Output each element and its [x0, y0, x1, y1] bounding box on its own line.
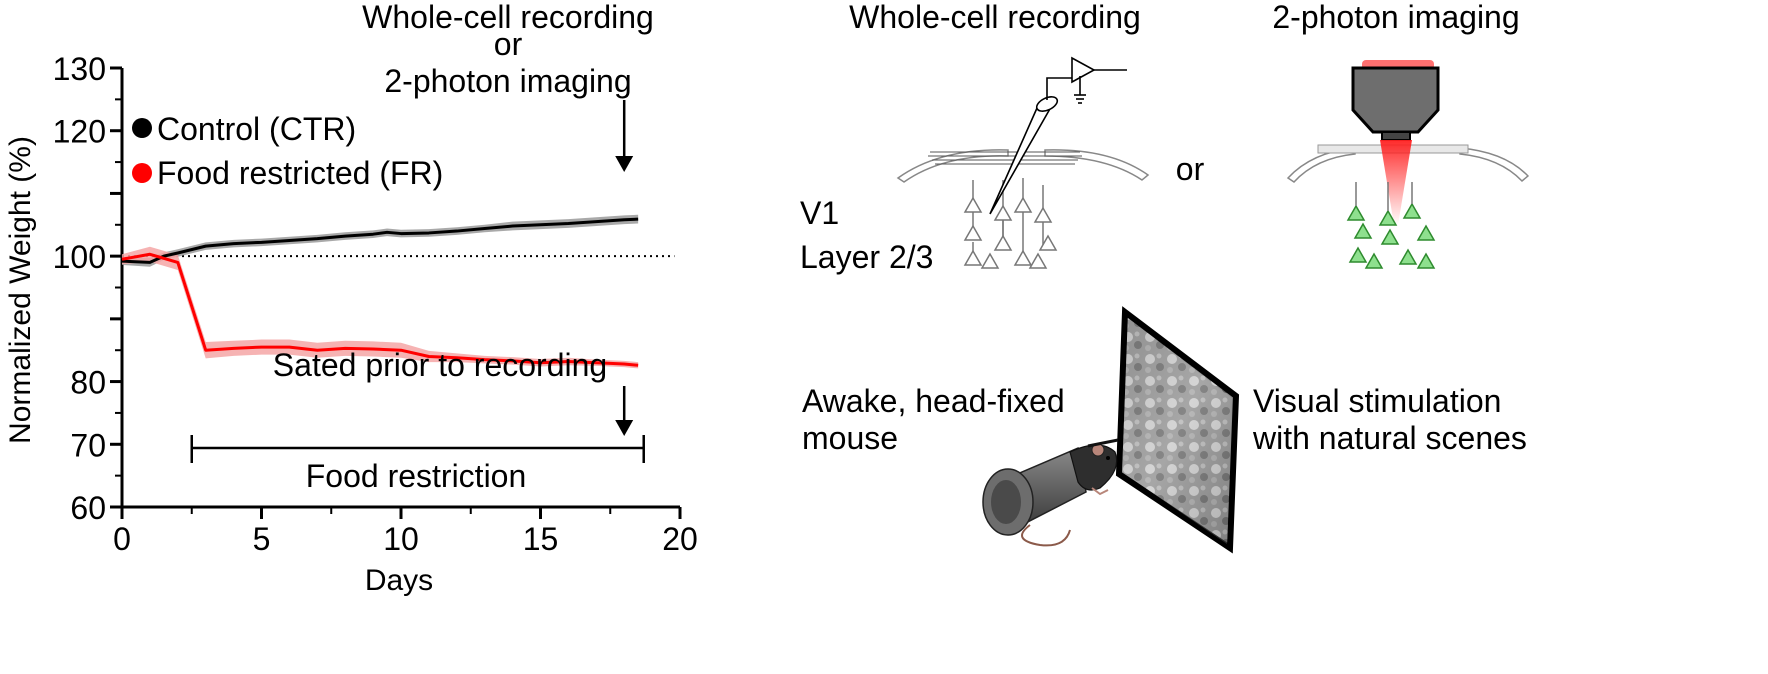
head-plate: [1087, 438, 1119, 448]
weight-chart: 60 70 80 100 120 130 0 5 10 15 20 Normalized Weig…: [4, 0, 698, 597]
brain-surface-left: [896, 149, 1009, 183]
y-tick-label: 60: [70, 490, 106, 526]
natural-scene-overlay: [1122, 318, 1232, 544]
neuron-array-recording: [963, 178, 1058, 269]
sated-annotation: Sated prior to recording: [273, 347, 634, 436]
brain-surface-right-2p: [1459, 147, 1530, 183]
recording-arrow: [615, 100, 634, 172]
mouse-paw: [1091, 487, 1109, 496]
y-axis-label: Normalized Weight (%): [4, 136, 37, 444]
mouse-label-1: Awake, head-fixed: [802, 383, 1065, 419]
y-tick-label: 120: [53, 114, 106, 150]
mouse-tail: [1021, 524, 1071, 547]
tube-inner: [991, 480, 1021, 524]
whole-cell-title: Whole-cell recording: [849, 0, 1141, 35]
whole-cell-schematic: Whole-cell recording: [800, 0, 1150, 275]
fr-line: [121, 252, 639, 367]
legend: Control (CTR) Food restricted (FR): [132, 111, 443, 191]
x-tick-label: 0: [113, 521, 131, 557]
or-label: or: [1176, 151, 1205, 187]
series-lines: [121, 217, 639, 367]
food-restriction-bracket: [190, 435, 645, 463]
annotation-line-3: 2-photon imaging: [384, 63, 631, 99]
y-tick-label: 130: [53, 51, 106, 87]
legend-marker-control: [132, 118, 152, 138]
error-bands: [122, 214, 639, 369]
x-tick-label: 15: [523, 521, 559, 557]
sated-label: Sated prior to recording: [273, 347, 607, 383]
legend-marker-fr: [132, 163, 152, 183]
brain-surface-right: [1044, 149, 1150, 181]
recording-arrow-head: [615, 156, 634, 172]
stim-label-1: Visual stimulation: [1253, 383, 1501, 419]
two-photon-title: 2-photon imaging: [1272, 0, 1519, 35]
area-label-layer: Layer 2/3: [800, 239, 933, 275]
objective-icon: [1351, 66, 1440, 134]
pipette-top: [1035, 96, 1059, 112]
fr-error-band: [122, 246, 639, 369]
y-tick-label: 100: [53, 239, 106, 275]
y-tick-label: 70: [70, 427, 106, 463]
laser-beam: [1380, 140, 1412, 225]
control-line: [121, 217, 639, 264]
x-axis: 0 5 10 15 20: [113, 505, 698, 557]
annotation-line-1: Whole-cell recording: [362, 0, 654, 35]
y-axis: 60 70 80 100 120 130: [53, 51, 124, 526]
x-tick-label: 20: [662, 521, 698, 557]
mouse-eye: [1106, 456, 1110, 460]
x-tick-label: 5: [253, 521, 271, 557]
neuron-array-imaging: [1346, 182, 1436, 269]
stim-label-2: with natural scenes: [1252, 420, 1527, 456]
x-axis-label: Days: [365, 564, 433, 597]
y-tick-label: 80: [70, 365, 106, 401]
brain-surface-left-2p: [1286, 147, 1356, 183]
sated-arrow-head: [615, 420, 634, 436]
annotation-line-2: or: [494, 26, 523, 62]
recording-annotation: Whole-cell recording or 2-photon imaging: [362, 0, 654, 172]
legend-label-fr: Food restricted (FR): [157, 155, 443, 191]
x-tick-label: 10: [383, 521, 419, 557]
food-restriction-label: Food restriction: [306, 458, 527, 494]
area-label-v1: V1: [800, 195, 839, 231]
objective-tip: [1381, 131, 1411, 141]
behavior-schematic: Awake, head-fixed mouse Visual stimulati…: [802, 306, 1527, 554]
dendrite-layer: [928, 151, 1082, 165]
mouse-label-2: mouse: [802, 420, 898, 456]
two-photon-schematic: 2-photon imaging: [1272, 0, 1530, 269]
legend-label-control: Control (CTR): [157, 111, 356, 147]
amplifier-icon: [1046, 56, 1127, 104]
sated-arrow: [615, 386, 634, 436]
